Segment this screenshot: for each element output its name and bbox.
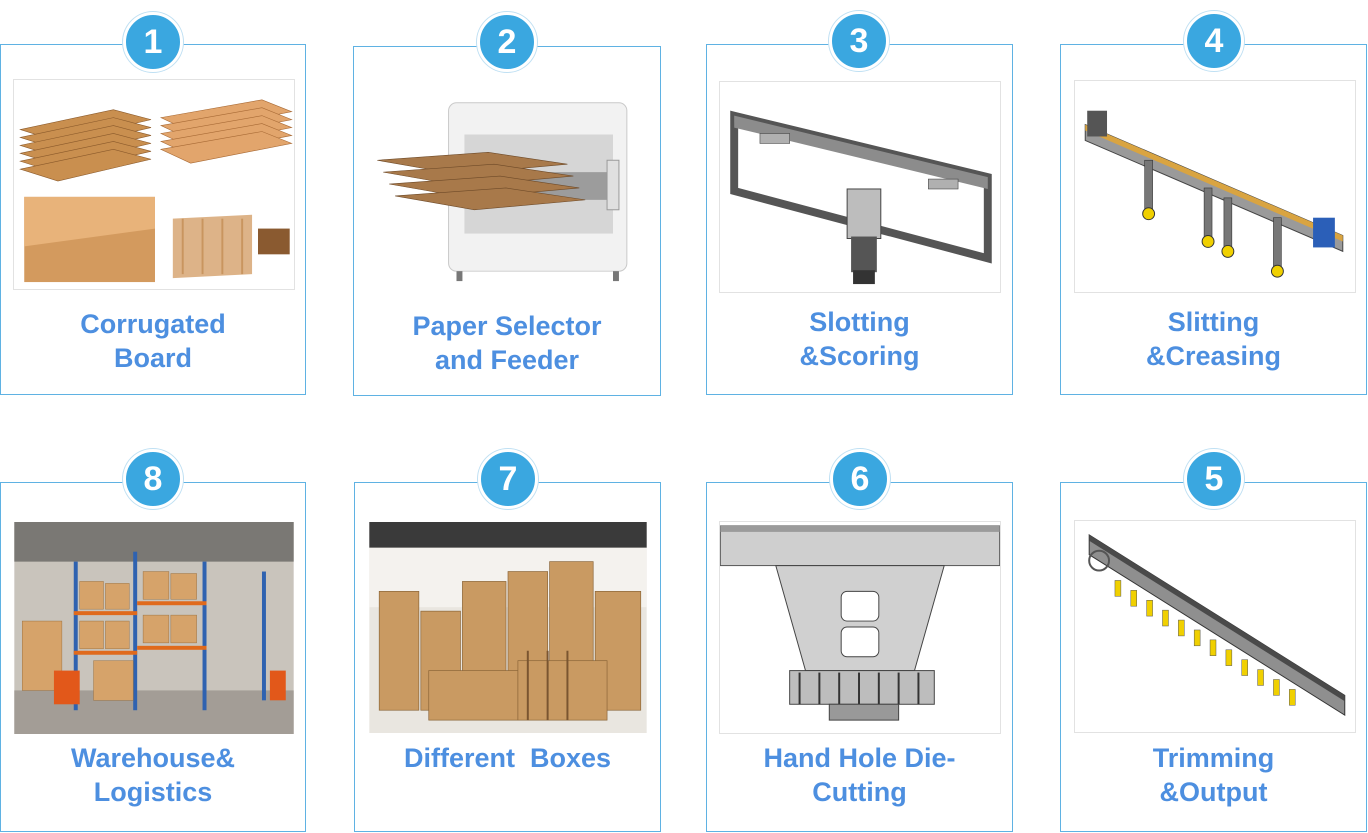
warehouse-photo xyxy=(13,521,295,735)
step-title-5: Trimming &Output xyxy=(1152,743,1275,807)
step-title-6: Hand Hole Die- Cutting xyxy=(763,743,956,807)
step-title-8: Warehouse& Logistics xyxy=(70,743,236,807)
step-number-badge-5: 5 xyxy=(1184,449,1244,509)
step-number-badge-7: 7 xyxy=(478,449,538,509)
step-card-5: Trimming &Output xyxy=(1060,482,1367,832)
step-number-badge-6: 6 xyxy=(830,449,890,509)
step-card-6: Hand Hole Die- Cutting xyxy=(706,482,1013,832)
step-title-3: Slotting &Scoring xyxy=(799,307,920,371)
step-title-1: Corrugated Board xyxy=(80,309,226,373)
step-card-4: Slitting &Creasing xyxy=(1060,44,1367,395)
step-number-badge-4: 4 xyxy=(1184,11,1244,71)
step-card-1: Corrugated Board xyxy=(0,44,306,395)
die-cutting-unit-render xyxy=(719,521,1001,734)
step-card-8: Warehouse& Logistics xyxy=(0,482,306,832)
step-number-badge-8: 8 xyxy=(123,449,183,509)
step-number-badge-1: 1 xyxy=(123,12,183,72)
step-card-3: Slotting &Scoring xyxy=(706,44,1013,395)
slotting-unit-render xyxy=(719,81,1001,293)
paper-feeder-machine-photo xyxy=(368,80,648,292)
corrugated-board-photo xyxy=(13,79,295,290)
step-number-badge-3: 3 xyxy=(829,11,889,71)
cardboard-boxes-photo xyxy=(368,521,648,734)
step-title-2: Paper Selector and Feeder xyxy=(412,311,602,375)
step-number-badge-2: 2 xyxy=(477,12,537,72)
slitting-unit-render xyxy=(1074,80,1356,293)
step-title-4: Slitting &Creasing xyxy=(1145,307,1282,371)
trimming-unit-render xyxy=(1074,520,1356,733)
step-card-2: Paper Selector and Feeder xyxy=(353,46,661,396)
step-title-7: Different Boxes xyxy=(403,743,612,773)
step-card-7: Different Boxes xyxy=(354,482,661,832)
